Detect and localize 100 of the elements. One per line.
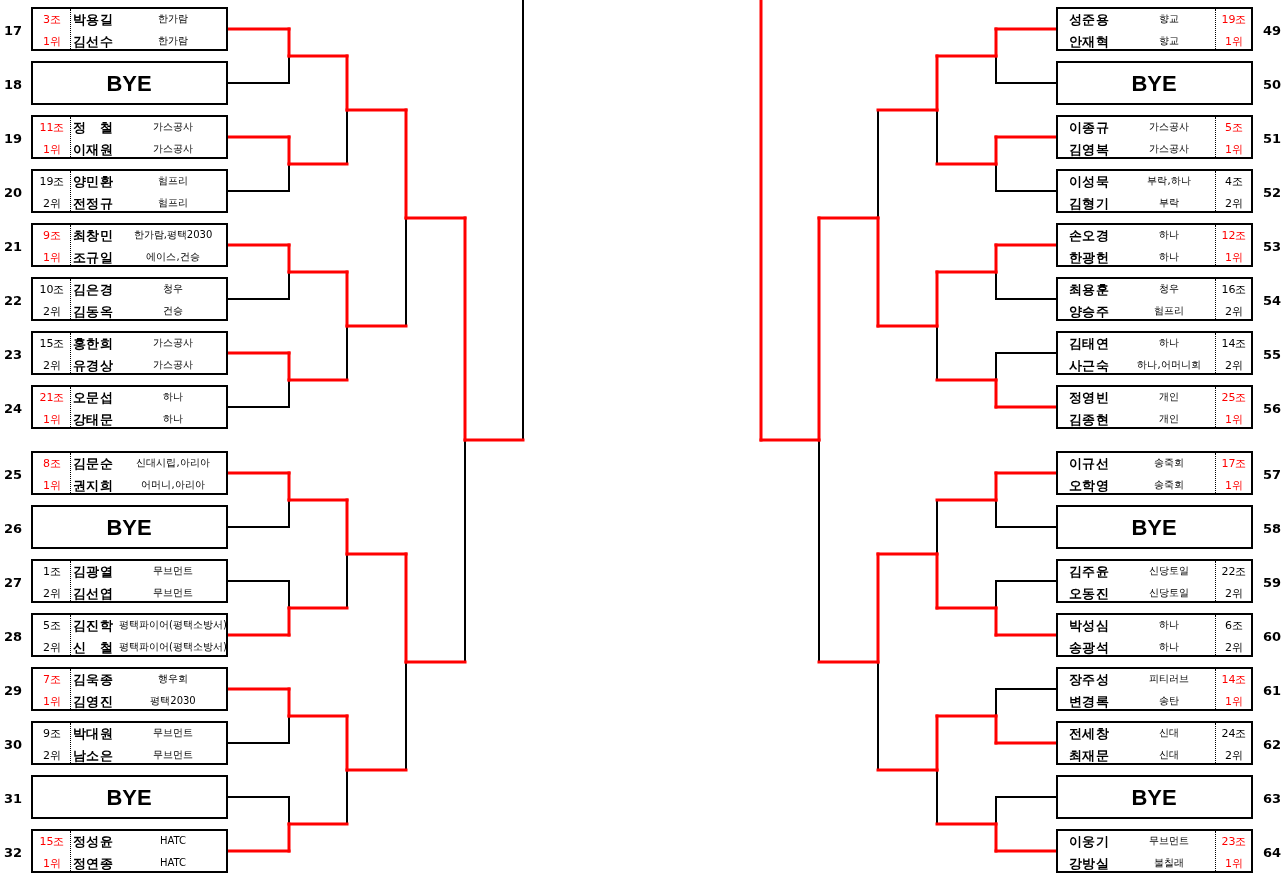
- club-name: 가스공사: [1149, 122, 1189, 132]
- club-name: 청우: [1159, 284, 1179, 294]
- seed-number: 31: [3, 790, 23, 806]
- club-name: 신대시립,아리아: [136, 458, 210, 468]
- player-name: 김주윤: [1068, 564, 1110, 578]
- rank-label: 1위: [43, 143, 61, 155]
- club-name: 하나: [163, 414, 183, 424]
- player-name: 김욱종: [72, 672, 114, 686]
- group-label: 16조: [1221, 283, 1247, 295]
- club-name: 송죽회: [1154, 480, 1184, 490]
- rank-label: 2위: [1225, 359, 1243, 371]
- player-name: 홍한희: [72, 336, 114, 350]
- player-name: 신 철: [72, 640, 114, 654]
- player-name: 박용길: [72, 12, 114, 26]
- seed-number: 56: [1262, 400, 1282, 416]
- club-name: 불칠래: [1154, 858, 1184, 868]
- player-name: 김태연: [1068, 336, 1110, 350]
- club-name: 무브먼트: [153, 588, 193, 598]
- player-name: 김진학: [72, 618, 114, 632]
- seed-number: 61: [1262, 682, 1282, 698]
- player-name: 김영복: [1068, 142, 1110, 156]
- player-name: 김선수: [72, 34, 114, 48]
- group-label: 22조: [1221, 565, 1247, 577]
- player-box: [1056, 451, 1253, 495]
- group-label: 5조: [1225, 121, 1243, 133]
- player-box: [1056, 115, 1253, 159]
- group-label: 15조: [39, 835, 65, 847]
- seed-number: 64: [1262, 844, 1282, 860]
- rank-label: 1위: [43, 35, 61, 47]
- player-box: [31, 559, 228, 603]
- club-name: 행우회: [158, 674, 188, 684]
- club-name: 하나: [1159, 252, 1179, 262]
- bye-box: [31, 505, 228, 549]
- bye-box: [31, 775, 228, 819]
- seed-number: 52: [1262, 184, 1282, 200]
- player-box: [31, 451, 228, 495]
- club-name: 하나,어머니회: [1137, 360, 1201, 370]
- club-name: 하나: [163, 392, 183, 402]
- bye-label: BYE: [1131, 787, 1177, 809]
- club-name: 신대: [1159, 750, 1179, 760]
- player-name: 최창민: [72, 228, 114, 242]
- player-name: 박대원: [72, 726, 114, 740]
- seed-number: 24: [3, 400, 23, 416]
- player-box: [31, 331, 228, 375]
- player-name: 변경록: [1068, 694, 1110, 708]
- seed-number: 27: [3, 574, 23, 590]
- player-name: 장주성: [1068, 672, 1110, 686]
- seed-number: 57: [1262, 466, 1282, 482]
- rank-label: 2위: [1225, 749, 1243, 761]
- club-name: HATC: [159, 858, 187, 868]
- group-label: 5조: [43, 619, 61, 631]
- player-name: 송광석: [1068, 640, 1110, 654]
- club-name: HATC: [159, 836, 187, 846]
- group-label: 9조: [43, 727, 61, 739]
- player-box: [31, 829, 228, 873]
- seed-number: 53: [1262, 238, 1282, 254]
- rank-label: 2위: [43, 587, 61, 599]
- player-name: 정영빈: [1068, 390, 1110, 404]
- club-name: 하나: [1159, 338, 1179, 348]
- seed-number: 19: [3, 130, 23, 146]
- rank-label: 1위: [1225, 143, 1243, 155]
- player-name: 남소은: [72, 748, 114, 762]
- club-name: 개인: [1159, 414, 1179, 424]
- player-box: [31, 613, 228, 657]
- seed-number: 32: [3, 844, 23, 860]
- player-name: 손오경: [1068, 228, 1110, 242]
- player-name: 한광헌: [1068, 250, 1110, 264]
- player-box: [1056, 559, 1253, 603]
- club-name: 향교: [1159, 36, 1179, 46]
- bye-box: [1056, 775, 1253, 819]
- player-name: 최용훈: [1068, 282, 1110, 296]
- seed-number: 25: [3, 466, 23, 482]
- player-box: [31, 385, 228, 429]
- club-name: 부락: [1159, 198, 1179, 208]
- rank-label: 2위: [1225, 641, 1243, 653]
- club-name: 가스공사: [153, 144, 193, 154]
- rank-label: 2위: [43, 749, 61, 761]
- club-name: 가스공사: [153, 122, 193, 132]
- group-label: 7조: [43, 673, 61, 685]
- player-box: [1056, 331, 1253, 375]
- seed-number: 51: [1262, 130, 1282, 146]
- club-name: 평택2030: [150, 696, 196, 706]
- player-name: 이웅기: [1068, 834, 1110, 848]
- bye-label: BYE: [106, 787, 152, 809]
- seed-number: 54: [1262, 292, 1282, 308]
- player-name: 김동옥: [72, 304, 114, 318]
- rank-label: 1위: [1225, 857, 1243, 869]
- rank-label: 2위: [43, 641, 61, 653]
- group-label: 12조: [1221, 229, 1247, 241]
- rank-label: 1위: [43, 857, 61, 869]
- seed-number: 58: [1262, 520, 1282, 536]
- player-name: 이종규: [1068, 120, 1110, 134]
- player-name: 안재혁: [1068, 34, 1110, 48]
- club-name: 하나: [1159, 642, 1179, 652]
- player-name: 강방실: [1068, 856, 1110, 870]
- club-name: 에이스,건승: [146, 252, 200, 262]
- club-name: 하나: [1159, 230, 1179, 240]
- club-name: 가스공사: [1149, 144, 1189, 154]
- club-name: 한가람: [158, 14, 188, 24]
- group-label: 1조: [43, 565, 61, 577]
